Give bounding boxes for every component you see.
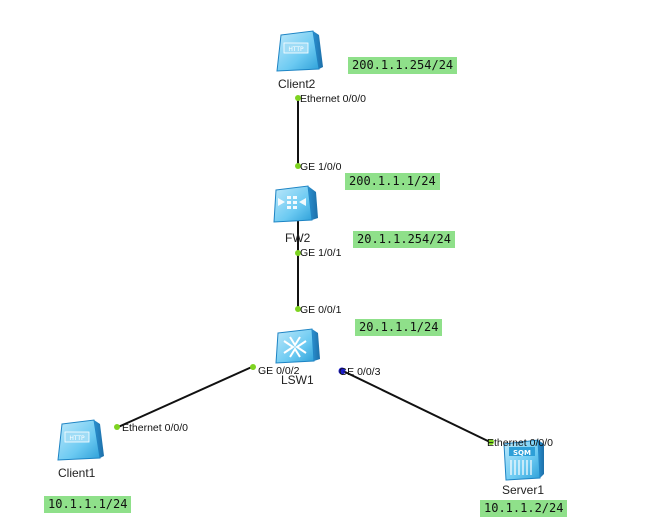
- server1-server-icon[interactable]: SQM: [503, 439, 544, 481]
- ip-label-client1: 10.1.1.1/24: [44, 496, 132, 513]
- device-label-client1: Client1: [58, 466, 96, 480]
- lsw1-switch-icon[interactable]: [275, 328, 320, 364]
- port-label-lsw1-ge001: GE 0/0/1: [300, 304, 342, 316]
- ip-label-client2: 200.1.1.254/24: [348, 57, 458, 74]
- device-label-client2: Client2: [278, 77, 316, 91]
- port-label-client2-eth: Ethernet 0/0/0: [300, 93, 366, 105]
- port-indicators: [114, 95, 494, 445]
- device-label-server1: Server1: [502, 483, 545, 497]
- device-label-fw2: FW2: [285, 231, 311, 245]
- ip-label-fw2-outside: 200.1.1.1/24: [345, 173, 440, 190]
- fw2-firewall-icon[interactable]: [273, 185, 318, 223]
- port-dot-client1-eth: [114, 424, 120, 430]
- port-label-client1-eth: Ethernet 0/0/0: [122, 422, 188, 434]
- ip-label-fw2-inside: 20.1.1.254/24: [353, 231, 455, 248]
- link-lsw1-client1[interactable]: [115, 365, 255, 429]
- port-dot-lsw1-ge001: [295, 306, 301, 312]
- ip-label-lsw1: 20.1.1.1/24: [355, 319, 443, 336]
- port-dot-fw2-ge100: [295, 163, 301, 169]
- port-dot-server1-eth: [488, 439, 494, 445]
- server1-icon-text: SQM: [513, 449, 531, 457]
- port-dot-fw2-ge101: [295, 250, 301, 256]
- links: [115, 96, 493, 444]
- port-label-fw2-ge100: GE 1/0/0: [300, 161, 342, 173]
- client1-http-client-icon[interactable]: HTTP: [57, 419, 104, 461]
- client2-http-client-icon[interactable]: HTTP: [276, 30, 323, 72]
- client2-icon-text: HTTP: [288, 46, 304, 53]
- port-label-server1-eth: Ethernet 0/0/0: [487, 437, 553, 449]
- link-lsw1-server1[interactable]: [340, 369, 493, 444]
- device-label-lsw1: LSW1: [281, 373, 314, 387]
- port-dot-lsw1-ge002: [250, 364, 256, 370]
- port-dot-lsw1-ge003: [338, 367, 346, 375]
- port-label-lsw1-ge002: GE 0/0/2: [258, 365, 300, 377]
- port-dot-client2-eth: [295, 95, 301, 101]
- port-label-fw2-ge101: GE 1/0/1: [300, 247, 342, 259]
- ip-label-server1: 10.1.1.2/24: [480, 500, 568, 517]
- client1-icon-text: HTTP: [69, 435, 85, 442]
- port-label-lsw1-ge003: GE 0/0/3: [339, 366, 381, 378]
